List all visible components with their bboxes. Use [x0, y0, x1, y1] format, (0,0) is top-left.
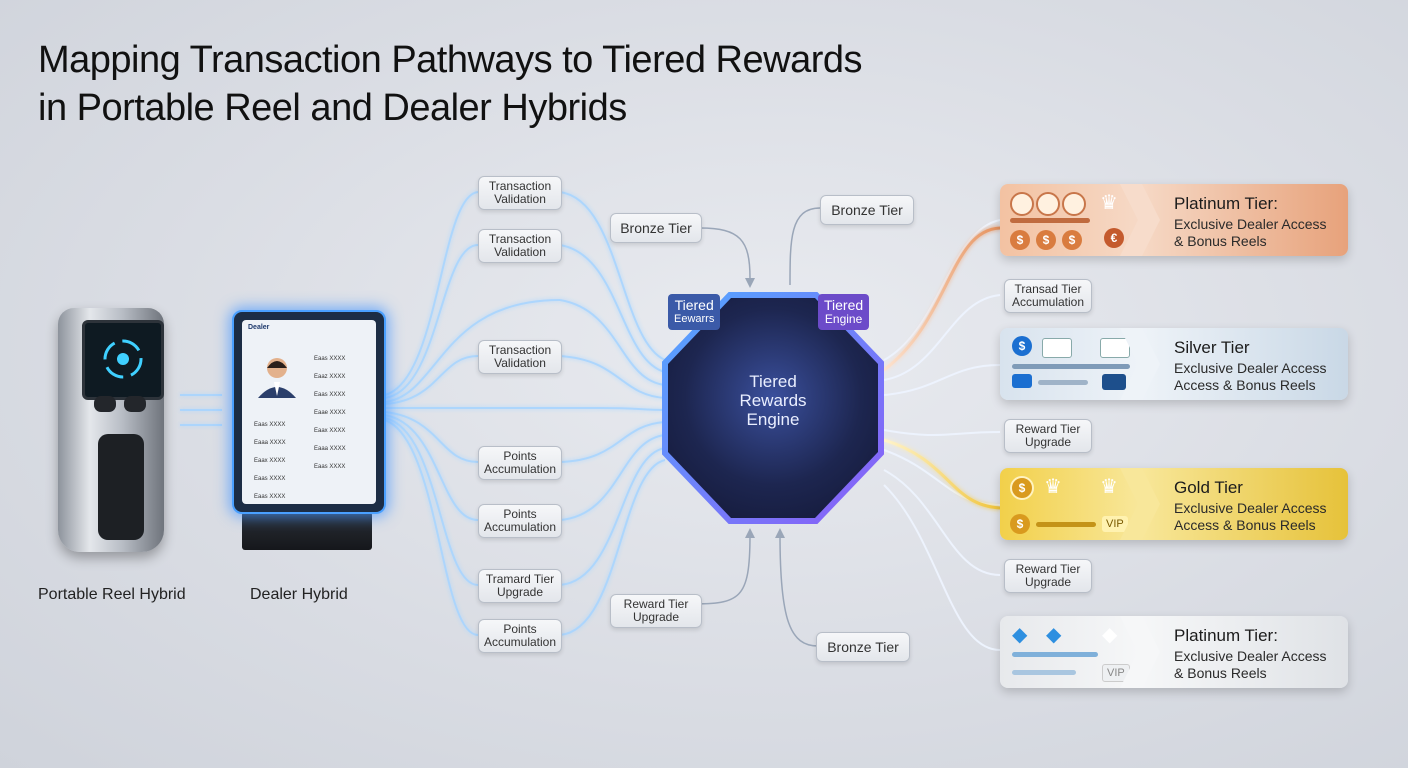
- tier-card-gold: $ ♛ ♛ $ VIP Gold Tier Exclusive Dealer A…: [1000, 468, 1348, 540]
- coin-icon: €: [1104, 228, 1124, 248]
- bronze-tier-pill: Bronze Tier: [610, 213, 702, 243]
- tablet-row: Eaaz XXXX: [314, 374, 346, 380]
- coin-icon: [1062, 192, 1086, 216]
- bronze-tier-pill: Bronze Tier: [820, 195, 914, 225]
- tablet-row: Eaae XXXX: [314, 410, 346, 416]
- tablet-row: Eaaa XXXX: [314, 446, 346, 452]
- tablet-row: Eaas XXXX: [314, 356, 346, 362]
- coin-icon: $: [1010, 514, 1030, 534]
- coin-icon: $: [1036, 230, 1056, 250]
- avatar-icon: [254, 352, 300, 398]
- tier-desc: Access & Bonus Reels: [1174, 377, 1316, 393]
- tablet-icon: Dealer Eaas XXXX Eaaz XXXX Eaas XXXX Eaa…: [232, 310, 386, 550]
- tier-desc: Exclusive Dealer Access: [1174, 216, 1327, 232]
- diamond-icon: ◆: [1046, 624, 1062, 646]
- tier-name: Silver Tier: [1174, 338, 1250, 357]
- tier-desc: & Bonus Reels: [1174, 665, 1267, 681]
- card-icon: [1012, 374, 1032, 388]
- bronze-tier-pill: Bronze Tier: [816, 632, 910, 662]
- tablet-row: Eaax XXXX: [314, 428, 346, 434]
- title-line-2: in Portable Reel and Dealer Hybrids: [38, 87, 627, 129]
- tablet-row: Eaax XXXX: [254, 458, 286, 464]
- card-icon: [1102, 374, 1126, 390]
- coin-icon: $: [1062, 230, 1082, 250]
- tablet-row: Eaaa XXXX: [254, 440, 286, 446]
- page-title: Mapping Transaction Pathways to Tiered R…: [38, 36, 862, 132]
- tier-card-platinum: $ $ $ ♛ € Platinum Tier: Exclusive Deale…: [1000, 184, 1348, 256]
- vip-badge-icon: VIP: [1102, 664, 1130, 682]
- tier-desc: Exclusive Dealer Access: [1174, 500, 1327, 516]
- title-line-1: Mapping Transaction Pathways to Tiered R…: [38, 39, 862, 81]
- coin-icon: $: [1012, 336, 1032, 356]
- tier-card-platinum-2: ◆ ◆ ◆ VIP Platinum Tier: Exclusive Deale…: [1000, 616, 1348, 688]
- crown-icon: ♛: [1100, 192, 1118, 214]
- tablet-row: Eaas XXXX: [254, 476, 286, 482]
- crown-icon: ♛: [1044, 476, 1062, 498]
- tier-name: Gold Tier: [1174, 478, 1243, 497]
- coin-icon: [1036, 192, 1060, 216]
- tablet-row: Eaas XXXX: [314, 464, 346, 470]
- tier-name: Platinum Tier:: [1174, 194, 1278, 213]
- coin-icon: $: [1010, 230, 1030, 250]
- tier-desc: Exclusive Dealer Access: [1174, 360, 1327, 376]
- vip-badge-icon: VIP: [1102, 516, 1128, 532]
- crown-icon: ♛: [1100, 476, 1118, 498]
- tablet-header: Dealer: [248, 324, 270, 331]
- tier-desc: & Bonus Reels: [1174, 233, 1267, 249]
- diamond-icon: ◆: [1012, 624, 1028, 646]
- dealer-hybrid-label: Dealer Hybrid: [250, 586, 348, 603]
- coin-icon: [1010, 192, 1034, 216]
- tablet-row: Eaas XXXX: [254, 422, 286, 428]
- coin-icon: $: [1010, 476, 1034, 500]
- diamond-icon: ◆: [1102, 624, 1118, 646]
- portable-reel-label: Portable Reel Hybrid: [38, 586, 186, 603]
- tier-card-silver: $ Silver Tier Exclusive Dealer Access Ac…: [1000, 328, 1348, 400]
- tier-name: Platinum Tier:: [1174, 626, 1278, 645]
- tablet-row: Eaas XXXX: [254, 494, 286, 500]
- tablet-row: Eaas XXXX: [314, 392, 346, 398]
- portable-device-icon: [58, 308, 168, 552]
- card-icon: [1100, 338, 1130, 358]
- card-icon: [1042, 338, 1072, 358]
- tier-desc: Access & Bonus Reels: [1174, 517, 1316, 533]
- tier-desc: Exclusive Dealer Access: [1174, 648, 1327, 664]
